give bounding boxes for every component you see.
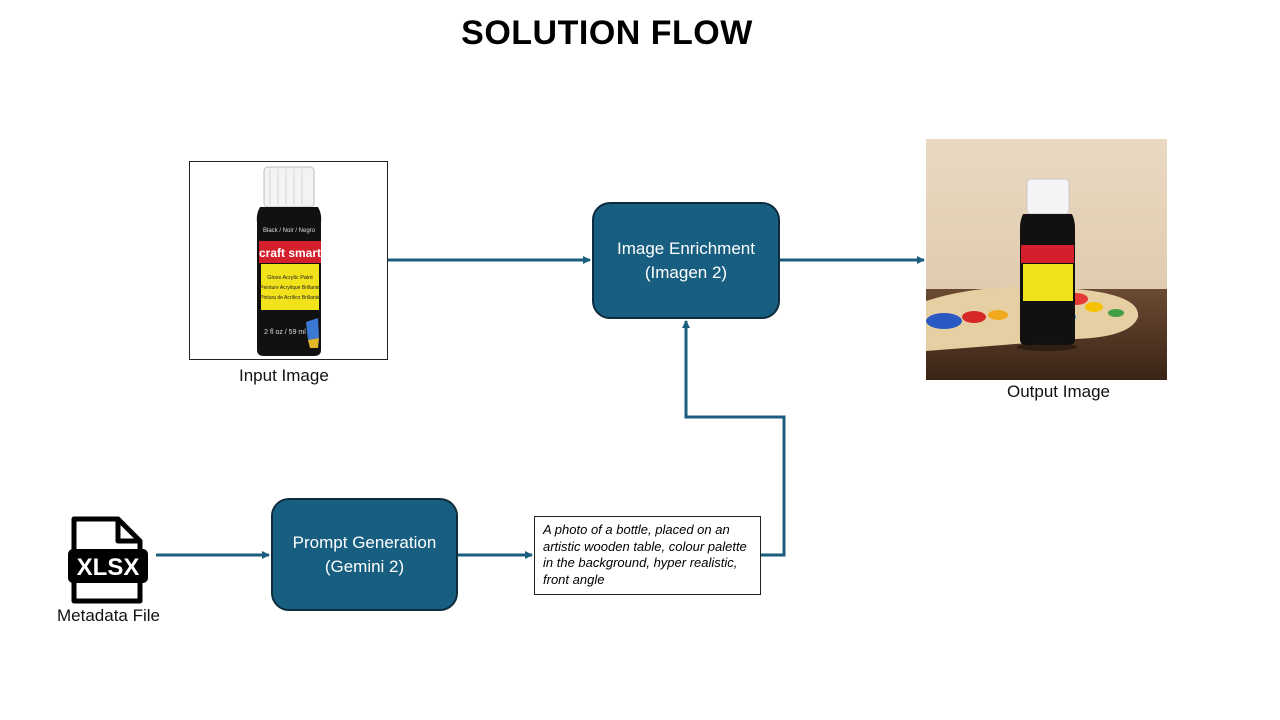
prompt-generation-node: Prompt Generation (Gemini 2) xyxy=(271,498,458,611)
xlsx-file-icon: XLSX xyxy=(66,515,150,605)
enriched-bottle-image xyxy=(926,139,1167,380)
bottle-brand: craft smart xyxy=(259,246,321,260)
output-image xyxy=(926,139,1167,380)
input-image-caption: Input Image xyxy=(239,366,329,385)
bottle-product-line2: Peinture Acrylique Brillante xyxy=(260,285,320,291)
image-enrichment-label: Image Enrichment xyxy=(617,238,755,258)
output-image-caption: Output Image xyxy=(1007,382,1111,401)
xlsx-icon-text: XLSX xyxy=(77,554,140,581)
input-image: Black / Noir / Negro craft smart Gloss A… xyxy=(189,161,388,360)
page-title: SOLUTION FLOW xyxy=(461,14,753,52)
metadata-file-caption: Metadata File xyxy=(57,606,160,625)
image-enrichment-node: Image Enrichment (Imagen 2) xyxy=(592,202,780,319)
image-enrichment-model: (Imagen 2) xyxy=(644,262,728,282)
prompt-generation-label: Prompt Generation xyxy=(292,532,437,552)
paint-bottle-image: Black / Noir / Negro craft smart Gloss A… xyxy=(256,166,322,356)
generated-prompt-text: A photo of a bottle, placed on an artist… xyxy=(534,516,761,595)
bottle-product-line3: Pintura de Acrílico Brillante xyxy=(260,295,320,301)
bottle-label-top: Black / Noir / Negro xyxy=(263,228,316,234)
bottle-product-line1: Gloss Acrylic Paint xyxy=(267,275,313,281)
arrow-prompt-text-to-enrichment xyxy=(682,320,786,557)
bottle-volume: 2 fl oz / 59 ml xyxy=(264,329,306,336)
prompt-generation-model: (Gemini 2) xyxy=(324,556,405,576)
